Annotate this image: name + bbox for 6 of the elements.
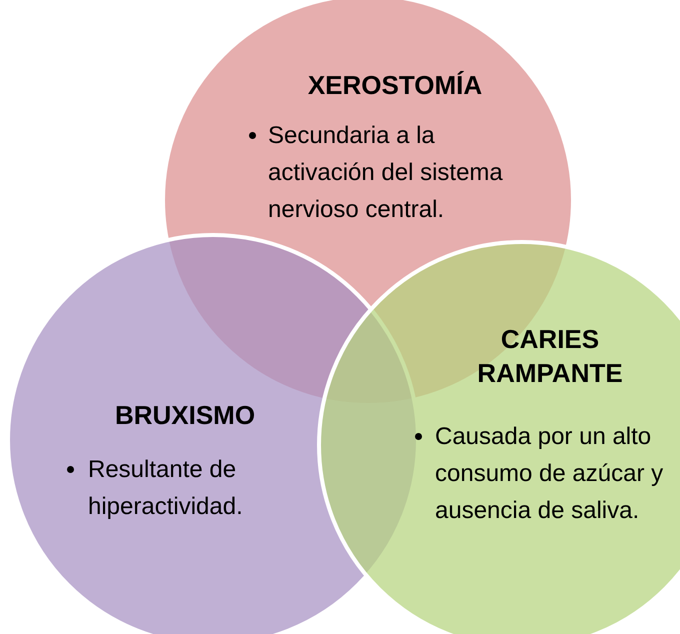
bullet-text: Resultante de hiperactividad. — [88, 455, 244, 522]
circle-heading: BRUXISMO — [114, 399, 256, 432]
bullet-text: Secundaria a la activación del sistema nervioso central. — [268, 121, 504, 225]
bullet-text: Causada por un alto consumo de azúcar y ausencia de saliva. — [435, 422, 664, 526]
circle-heading: CARIES RAMPANTE — [476, 323, 624, 390]
circle-heading: XEROSTOMÍA — [306, 69, 484, 102]
